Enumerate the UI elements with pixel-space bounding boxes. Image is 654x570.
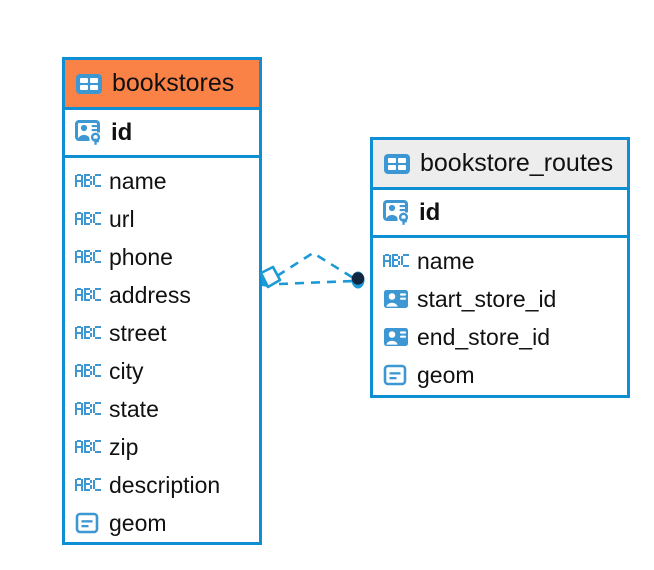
text-type-icon (75, 364, 101, 378)
diamond-marker (259, 265, 282, 289)
primary-key-icon (383, 199, 411, 226)
text-type-icon (75, 326, 101, 340)
connector-line-upper (276, 251, 356, 281)
text-type-icon (75, 174, 101, 188)
field-label: state (109, 395, 159, 422)
field-label: street (109, 319, 167, 346)
field-label: city (109, 357, 144, 384)
field-list-bookstores: name (65, 158, 259, 542)
table-icon (383, 152, 411, 176)
field-row-name[interactable]: name (373, 242, 627, 280)
field-label: name (417, 247, 475, 274)
field-label: geom (109, 509, 167, 536)
entity-title: bookstore_routes (420, 149, 614, 177)
field-row-city[interactable]: city (65, 352, 259, 390)
foreign-key-icon (383, 288, 409, 310)
text-type-icon (75, 440, 101, 454)
field-label: geom (417, 361, 475, 388)
field-row-name[interactable]: name (65, 162, 259, 200)
dot-marker (351, 271, 365, 289)
field-row-id[interactable]: id (65, 110, 259, 158)
text-type-icon (75, 212, 101, 226)
field-row-address[interactable]: address (65, 276, 259, 314)
field-label: id (111, 118, 133, 146)
field-row-start-store-id[interactable]: start_store_id (373, 280, 627, 318)
field-row-state[interactable]: state (65, 390, 259, 428)
geometry-type-icon (75, 511, 101, 535)
entity-bookstore-routes[interactable]: bookstore_routes id (370, 137, 630, 398)
field-row-phone[interactable]: phone (65, 238, 259, 276)
field-label: description (109, 471, 221, 498)
field-list-bookstore-routes: name start_store_id (373, 238, 627, 394)
entity-bookstores[interactable]: bookstores id (62, 57, 262, 545)
table-icon (75, 72, 103, 96)
field-row-zip[interactable]: zip (65, 428, 259, 466)
text-type-icon (75, 402, 101, 416)
geometry-type-icon (383, 363, 409, 387)
field-row-geom[interactable]: geom (373, 356, 627, 394)
primary-key-icon (75, 119, 103, 146)
foreign-key-icon (383, 326, 409, 348)
field-row-id[interactable]: id (373, 190, 627, 238)
entity-header-bookstore-routes[interactable]: bookstore_routes (373, 140, 627, 190)
text-type-icon (75, 288, 101, 302)
field-label: start_store_id (417, 285, 557, 312)
connector-line-lower (278, 279, 355, 286)
relationship-connector[interactable] (255, 240, 375, 320)
field-label: zip (109, 433, 139, 460)
text-type-icon (75, 250, 101, 264)
text-type-icon (75, 478, 101, 492)
field-row-geom[interactable]: geom (65, 504, 259, 542)
field-label: name (109, 167, 167, 194)
entity-title: bookstores (112, 69, 235, 97)
field-label: address (109, 281, 191, 308)
text-type-icon (383, 254, 409, 268)
field-label: url (109, 205, 135, 232)
field-label: end_store_id (417, 323, 550, 350)
field-row-street[interactable]: street (65, 314, 259, 352)
field-label: phone (109, 243, 173, 270)
field-row-description[interactable]: description (65, 466, 259, 504)
field-row-end-store-id[interactable]: end_store_id (373, 318, 627, 356)
field-label: id (419, 198, 441, 226)
field-row-url[interactable]: url (65, 200, 259, 238)
entity-header-bookstores[interactable]: bookstores (65, 60, 259, 110)
